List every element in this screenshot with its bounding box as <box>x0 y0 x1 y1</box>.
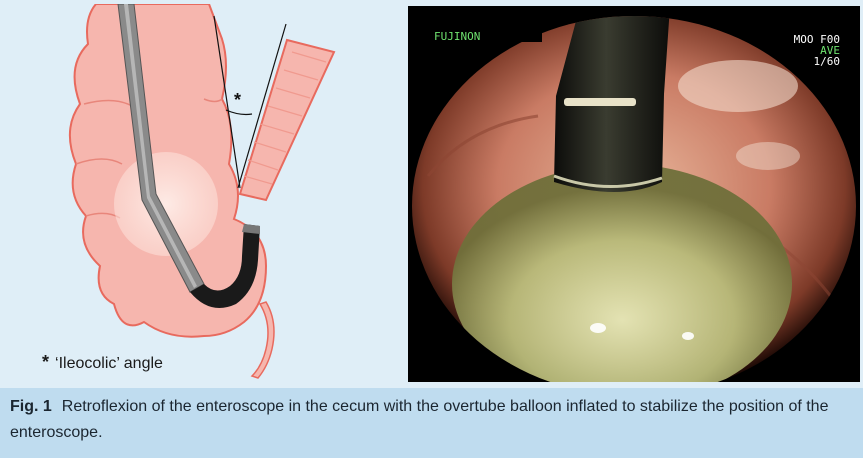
ileum-tube <box>240 40 334 200</box>
endoscopy-view: FUJINON <box>408 6 860 382</box>
balloon-highlight <box>682 332 694 340</box>
diagram-panel: * * ‘Ileocolic’ angle <box>4 4 404 384</box>
endoscopy-image: FUJINON MOO F00 AVE 1/60 <box>408 6 860 382</box>
light-reflection <box>736 142 800 170</box>
appendix <box>252 302 274 378</box>
legend-symbol: * <box>42 352 49 372</box>
angle-marker: * <box>234 90 241 110</box>
caption-text: Retroflexion of the enteroscope in the c… <box>10 398 828 441</box>
scope-marker <box>564 98 636 106</box>
colon-diagram: * <box>4 4 404 384</box>
balloon-highlight <box>590 323 606 333</box>
osd-line-3: 1/60 <box>814 56 841 68</box>
light-reflection <box>678 60 798 112</box>
angle-arc <box>226 110 252 115</box>
figure-panel: * * ‘Ileocolic’ angle <box>0 0 863 388</box>
angle-legend: * ‘Ileocolic’ angle <box>42 352 163 373</box>
legend-text: ‘Ileocolic’ angle <box>55 355 163 372</box>
figure-label: Fig. 1 <box>10 398 52 415</box>
osd-brand: FUJINON <box>434 30 480 43</box>
